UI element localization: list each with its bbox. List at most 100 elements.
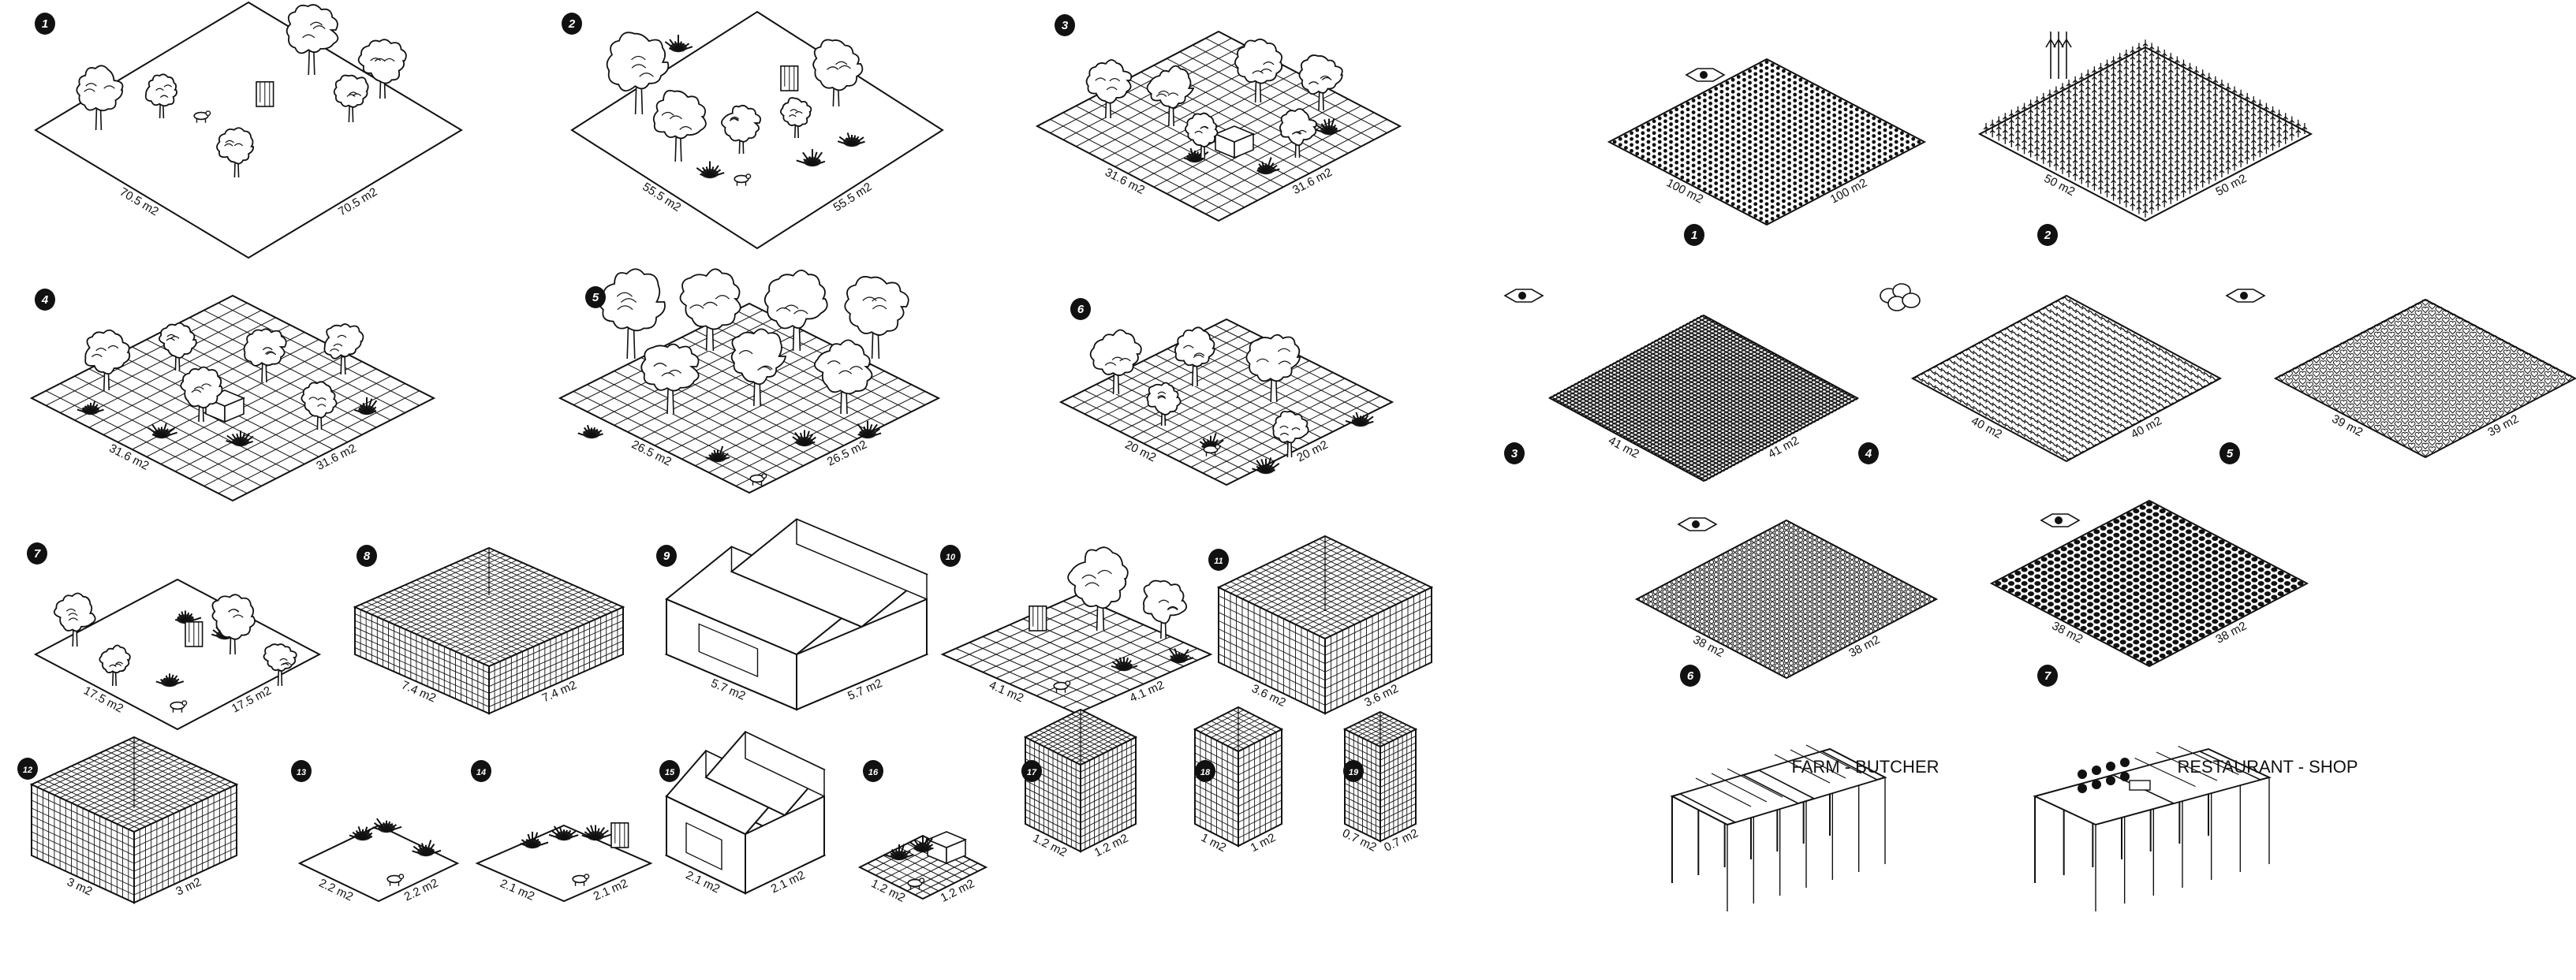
crop-pattern <box>1549 315 1857 480</box>
panel-number: 13 <box>291 760 312 782</box>
tree-icon <box>287 5 338 75</box>
left-panel-13: 2.2 m22.2 m213 <box>291 760 457 904</box>
tree-icon <box>264 644 297 686</box>
gate-icon <box>1029 606 1047 631</box>
left-panel-17: 1.2 m21.2 m217 <box>1021 710 1136 859</box>
panel-number-text: 2 <box>568 17 576 31</box>
building-restaurant-shop: RESTAURANT - SHOP <box>2035 747 2358 912</box>
panel-number: 2 <box>2037 224 2058 246</box>
gate-icon <box>611 823 629 848</box>
panel-number: 12 <box>17 758 38 780</box>
dimension-label: 31.6 m2 <box>1103 166 1147 197</box>
corn-icon <box>2046 32 2071 79</box>
left-panel-6: 20 m220 m26 <box>1061 298 1392 485</box>
crop-pattern <box>1984 39 2307 218</box>
crop-field <box>1637 520 1936 678</box>
crop-pattern <box>1613 60 1921 223</box>
shrub-icon <box>156 673 184 687</box>
tree-icon <box>1091 330 1141 394</box>
shrub-icon <box>373 818 401 833</box>
panel-number-text: 5 <box>2227 447 2234 460</box>
small-shelter <box>1215 126 1253 158</box>
shrub-icon <box>793 430 816 446</box>
shrub-icon <box>1111 657 1137 671</box>
crop-field-panel-3: 41 m241 m23 <box>1504 289 1858 481</box>
animal-icon <box>908 878 924 890</box>
panel-number-text: 3 <box>1511 447 1518 460</box>
dimension-label: 17.5 m2 <box>81 684 125 715</box>
panel-number-text: 4 <box>1865 447 1872 460</box>
tree-icon <box>301 382 336 430</box>
mesh-enclosure <box>32 737 237 903</box>
tree-icon <box>722 106 760 154</box>
gate-icon <box>185 622 203 647</box>
dimension-label: 17.5 m2 <box>230 684 274 715</box>
shed-building <box>666 520 927 710</box>
tree-icon <box>1185 114 1218 158</box>
dimension-label: 31.6 m2 <box>314 442 358 473</box>
dimension-label: 26.5 m2 <box>825 438 869 468</box>
shrub-icon <box>148 423 177 438</box>
left-panel-12: 3 m23 m212 <box>17 737 237 903</box>
left-panel-2: 55.5 m255.5 m22 <box>562 12 943 248</box>
panel-number: 5 <box>585 286 606 308</box>
tree-icon <box>681 269 741 351</box>
left-panel-15: 2.1 m22.1 m215 <box>659 732 824 896</box>
panel-number: 18 <box>1195 760 1215 782</box>
crop-pattern <box>1995 501 2303 665</box>
tree-icon <box>1144 581 1186 639</box>
panel-number: 19 <box>1343 760 1364 782</box>
seedling-icon <box>1686 69 1724 81</box>
crop-pattern <box>1915 297 2218 459</box>
panel-number-text: 12 <box>23 766 32 775</box>
panel-number: 11 <box>1208 549 1229 571</box>
animal-icon <box>1204 445 1219 456</box>
animal-icon <box>387 874 403 886</box>
tree-icon <box>599 269 665 359</box>
panel-number: 5 <box>2219 442 2240 464</box>
crop-pattern <box>1639 521 1933 678</box>
panel-number-text: 14 <box>476 768 486 777</box>
tree-icon <box>212 594 255 654</box>
tree-icon <box>1068 547 1128 631</box>
tree-icon <box>324 324 363 374</box>
panel-number-text: 17 <box>1027 768 1037 777</box>
building-farm-butcher: FARM - BUTCHER <box>1672 745 1939 911</box>
panel-number: 4 <box>1858 442 1879 464</box>
panel-number: 1 <box>35 13 55 35</box>
crop-pattern <box>2279 300 2571 456</box>
dimension-label: 31.6 m2 <box>1290 166 1335 197</box>
seedling-icon <box>2041 514 2079 527</box>
panel-number: 15 <box>659 760 680 782</box>
gate-icon <box>781 66 798 91</box>
left-panel-5: 26.5 m226.5 m25 <box>560 269 939 493</box>
panel-number-text: 2 <box>2044 229 2051 242</box>
panel-number-text: 19 <box>1349 768 1359 777</box>
panel-number: 1 <box>1684 224 1704 246</box>
panel-number: 6 <box>1680 665 1701 687</box>
crop-field-panel-1: 100 m2100 m21 <box>1609 59 1925 246</box>
crop-field-panel-4: 40 m240 m24 <box>1858 284 2220 464</box>
left-panel-9: 5.7 m25.7 m29 <box>656 520 927 710</box>
tree-icon <box>781 98 811 138</box>
panel-number-text: 3 <box>1062 19 1069 32</box>
tree-icon <box>1148 382 1181 426</box>
panel-number-text: 7 <box>2044 669 2051 683</box>
panel-number: 8 <box>357 545 377 567</box>
tree-icon <box>146 74 177 118</box>
panel-number: 4 <box>35 289 55 311</box>
left-panel-3: 31.6 m2 31.6 m2 3 <box>1037 14 1400 221</box>
tree-icon <box>815 340 872 414</box>
crop-field-panel-5: 39 m239 m25 <box>2219 289 2575 464</box>
shrub-icon <box>1257 158 1280 175</box>
tree-icon <box>99 645 130 686</box>
building-label: FARM - BUTCHER <box>1792 757 1939 777</box>
shrub-icon <box>1169 648 1193 663</box>
panel-number: 7 <box>2037 665 2058 687</box>
